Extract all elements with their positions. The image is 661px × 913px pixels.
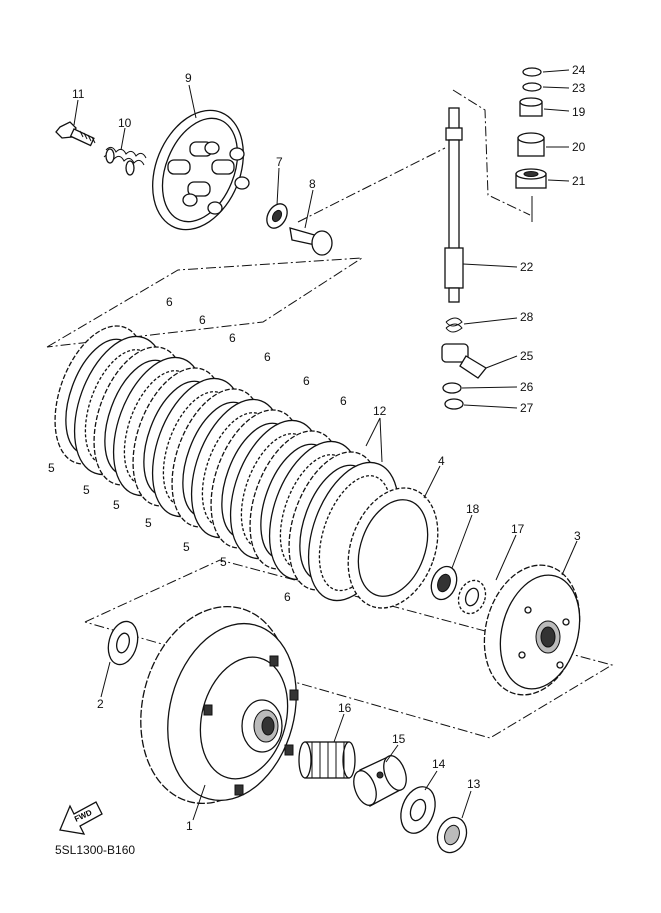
- label-9: 9: [185, 71, 192, 85]
- circlip-24: [522, 67, 542, 77]
- clutch-boss-3: [483, 564, 581, 696]
- label-7: 7: [276, 155, 283, 169]
- bolt-11: [55, 121, 96, 147]
- label-10: 10: [118, 116, 132, 130]
- clutch-housing-1: [140, 605, 299, 805]
- label-5a: 5: [48, 461, 55, 475]
- circlip-27: [444, 398, 464, 410]
- label-13: 13: [467, 777, 481, 791]
- label-18: 18: [466, 502, 480, 516]
- washer-23: [522, 82, 542, 92]
- label-5f: 5: [220, 555, 227, 569]
- leader-lines: [73, 69, 578, 821]
- label-12: 12: [373, 404, 387, 418]
- label-11: 11: [72, 87, 85, 101]
- label-1: 1: [186, 819, 193, 833]
- label-6b: 6: [199, 313, 206, 327]
- label-23: 23: [572, 81, 586, 95]
- lock-washer-17: [457, 579, 487, 615]
- label-3: 3: [574, 529, 581, 543]
- label-5e: 5: [183, 540, 190, 554]
- label-14: 14: [432, 757, 446, 771]
- push-rod-22: [444, 107, 464, 303]
- spring-10: [103, 146, 147, 176]
- label-25: 25: [520, 349, 534, 363]
- diagram-code: 5SL1300-B160: [55, 843, 135, 857]
- label-20: 20: [572, 140, 586, 154]
- washer-26: [442, 382, 462, 394]
- label-16: 16: [338, 701, 352, 715]
- label-6g: 6: [284, 590, 291, 604]
- push-piece-8: [289, 227, 333, 256]
- washer-14: [400, 786, 436, 834]
- thrust-washer-18: [430, 565, 458, 601]
- label-17: 17: [511, 522, 525, 536]
- assembly-frame-lines: [46, 89, 614, 739]
- label-5c: 5: [113, 498, 120, 512]
- label-6e: 6: [303, 374, 310, 388]
- label-6a: 6: [166, 295, 173, 309]
- forward-arrow-icon: FWD: [59, 801, 103, 835]
- nut-13: [436, 816, 468, 854]
- collar-15: [353, 755, 407, 807]
- label-26: 26: [520, 380, 534, 394]
- bearing-7: [266, 203, 288, 229]
- label-5d: 5: [145, 516, 152, 530]
- clutch-plate-stack: [54, 325, 400, 602]
- oil-seal-21: [515, 168, 547, 189]
- bearing-20: [517, 132, 545, 157]
- label-4: 4: [438, 454, 445, 468]
- pressure-plate-9: [152, 109, 250, 231]
- callout-labels: 1 2 3 4 5 5 5 5 5 5 6 6 6 6 6 6 6 7 8 9 …: [48, 63, 586, 833]
- label-15: 15: [392, 732, 406, 746]
- label-21: 21: [572, 174, 586, 188]
- label-22: 22: [520, 260, 534, 274]
- label-27: 27: [520, 401, 534, 415]
- label-28: 28: [520, 310, 534, 324]
- label-8: 8: [309, 177, 316, 191]
- spring-28: [445, 317, 463, 333]
- lever-25: [441, 343, 487, 379]
- label-6c: 6: [229, 331, 236, 345]
- label-19: 19: [572, 105, 586, 119]
- label-2: 2: [97, 697, 104, 711]
- needle-bearing-16: [298, 741, 356, 779]
- label-24: 24: [572, 63, 586, 77]
- bearing-19: [519, 97, 543, 117]
- label-6d: 6: [264, 350, 271, 364]
- label-6f: 6: [340, 394, 347, 408]
- thrust-plate-2: [107, 620, 139, 666]
- friction-plate-4: [347, 487, 439, 609]
- label-5b: 5: [83, 483, 90, 497]
